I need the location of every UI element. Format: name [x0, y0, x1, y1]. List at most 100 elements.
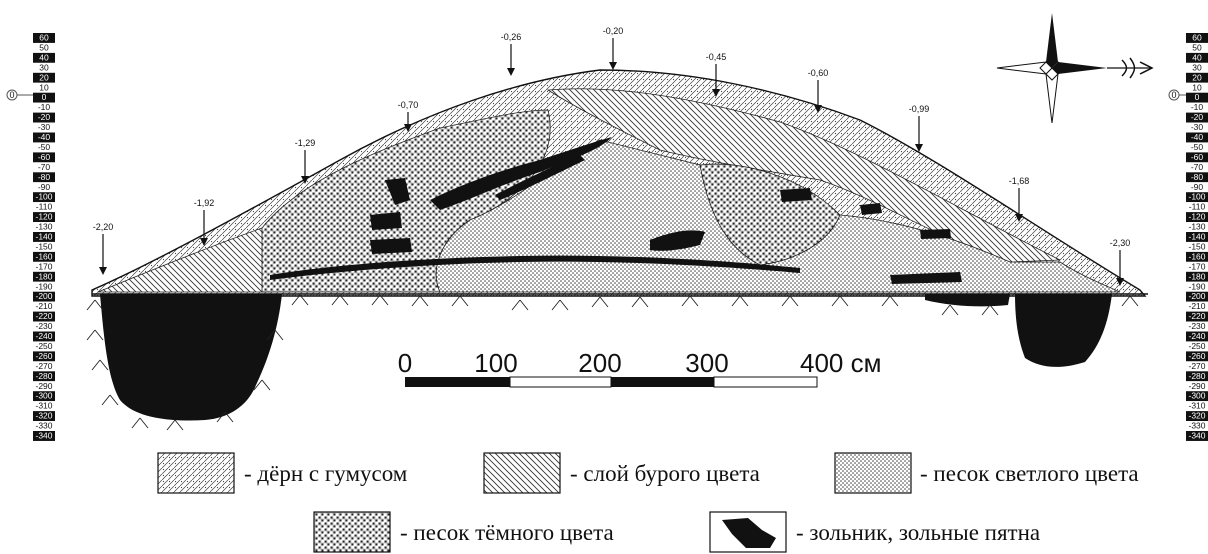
scale-right-block — [1186, 202, 1208, 213]
scale-left-tick-label: -330 — [35, 421, 52, 431]
scale-right-tick-label: 0 — [1195, 92, 1200, 102]
scale-right-tick-label: -260 — [1188, 351, 1205, 361]
legend: - дёрн с гумусом - слой бурого цвета - п… — [157, 452, 1139, 553]
scale-right-tick-label: 50 — [1192, 42, 1202, 52]
scale-left-block — [33, 152, 55, 163]
scale-right-tick-label: -140 — [1188, 232, 1205, 242]
scale-right-block — [1186, 172, 1208, 183]
scale-left-block — [33, 291, 55, 302]
scale-left-tick-label: 30 — [39, 62, 49, 72]
scale-left-tick-label: -140 — [35, 232, 52, 242]
light-sand — [435, 139, 1121, 293]
scale-right-tick-label: -130 — [1188, 222, 1205, 232]
scale-left-tick-label: -100 — [35, 192, 52, 202]
vertical-scale-right: 6050403020100-10-20-30-40-50-60-70-80-90… — [1186, 33, 1208, 441]
scale-right-tick-label: -60 — [1191, 152, 1204, 162]
scale-right-block — [1186, 401, 1208, 412]
scale-right-tick-label: -320 — [1188, 411, 1205, 421]
scale-right-block — [1186, 232, 1208, 242]
depth-marker-label: -0,20 — [603, 26, 624, 36]
scale-right-block — [1186, 241, 1208, 252]
scale-left-block — [33, 381, 55, 392]
scale-left-block — [33, 421, 55, 431]
scale-left-block — [33, 212, 55, 223]
scale-right-tick-label: 40 — [1192, 52, 1202, 62]
pit-left — [100, 294, 282, 421]
scale-right-tick-label: -170 — [1188, 261, 1205, 271]
scale-right-block — [1186, 42, 1208, 53]
depth-marker-arrow-icon — [99, 267, 107, 275]
scale-right-tick-label: -210 — [1188, 301, 1205, 311]
depth-marker-label: -2,30 — [1110, 238, 1131, 248]
scale-left-block — [33, 341, 55, 352]
scale-right-tick-label: -200 — [1188, 291, 1205, 301]
scale-left-tick-label: -310 — [35, 401, 52, 411]
scale-left-tick-label: -260 — [35, 351, 52, 361]
scale-right-block — [1186, 271, 1208, 282]
scale-left-block — [33, 62, 55, 73]
ash-spots — [270, 137, 962, 284]
scale-left-block — [33, 311, 55, 322]
scale-left-tick-label: -160 — [35, 251, 52, 261]
scale-left-tick-label: -340 — [35, 431, 52, 441]
scale-left-block — [33, 391, 55, 402]
zero-label-left: 0 — [9, 90, 14, 100]
depth-marker-label: -0,99 — [909, 104, 930, 114]
kurgan-profile — [86, 69, 1148, 431]
zero-label-right: 0 — [1171, 90, 1176, 100]
scale-right-tick-label: -340 — [1188, 431, 1205, 441]
scale-right-block — [1186, 321, 1208, 332]
scale-right-tick-label: -50 — [1191, 142, 1204, 152]
scale-right-block — [1186, 311, 1208, 322]
scale-right-tick-label: -10 — [1191, 102, 1204, 112]
scale-left-tick-label: -60 — [38, 152, 51, 162]
scale-right-block — [1186, 142, 1208, 153]
scale-left-block — [33, 142, 55, 153]
scale-left-block — [33, 361, 55, 372]
scale-right-tick-label: -90 — [1191, 182, 1204, 192]
scale-right-tick-label: 60 — [1192, 33, 1202, 43]
scale-right-block — [1186, 391, 1208, 402]
scale-right-block — [1186, 331, 1208, 342]
scale-right-block — [1186, 82, 1208, 93]
brown-layer-left — [97, 227, 271, 293]
scale-left-block — [33, 33, 55, 43]
depth-marker-arrow-icon — [915, 144, 923, 152]
depth-markers: -2,20-1,92-1,29-0,70-0,26-0,20-0,45-0,60… — [93, 26, 1131, 286]
depth-marker-label: -2,20 — [93, 222, 114, 232]
scale-left-tick-label: -170 — [35, 261, 52, 271]
scale-right-tick-label: -40 — [1191, 132, 1204, 142]
vertical-scale-left: 6050403020100-10-20-30-40-50-60-70-80-90… — [33, 33, 55, 441]
scale-left-tick-label: -70 — [38, 162, 51, 172]
scale-right-block — [1186, 291, 1208, 302]
scale-right-block — [1186, 92, 1208, 103]
scale-left-tick-label: 40 — [39, 52, 49, 62]
scale-left-block — [33, 102, 55, 113]
scale-right-block — [1186, 132, 1208, 143]
scale-right-block — [1186, 72, 1208, 83]
scale-bar-label: 300 — [685, 348, 728, 378]
scale-left-tick-label: -210 — [35, 301, 52, 311]
depth-marker-arrow-icon — [1015, 214, 1023, 222]
scale-left-block — [33, 112, 55, 123]
scale-left-tick-label: -270 — [35, 361, 52, 371]
zero-marker-right: 0 — [1168, 89, 1186, 101]
scale-left-tick-label: -200 — [35, 291, 52, 301]
scale-right-tick-label: -160 — [1188, 251, 1205, 261]
scale-right-block — [1186, 281, 1208, 292]
depth-marker-arrow-icon — [609, 62, 617, 70]
legend-item-light-sand: - песок светлого цвета — [834, 452, 1139, 494]
scale-right-tick-label: -250 — [1188, 341, 1205, 351]
scale-left-tick-label: -280 — [35, 371, 52, 381]
scale-right-tick-label: -220 — [1188, 311, 1205, 321]
scale-left-tick-label: 20 — [39, 72, 49, 82]
scale-left-tick-label: -50 — [38, 142, 51, 152]
scale-right-tick-label: 20 — [1192, 72, 1202, 82]
scale-right-block — [1186, 251, 1208, 262]
scale-right-tick-label: -100 — [1188, 192, 1205, 202]
scale-left-tick-label: -220 — [35, 311, 52, 321]
depth-marker-label: -0,26 — [501, 32, 522, 42]
scale-right-tick-label: -80 — [1191, 172, 1204, 182]
scale-right-tick-label: -310 — [1188, 401, 1205, 411]
